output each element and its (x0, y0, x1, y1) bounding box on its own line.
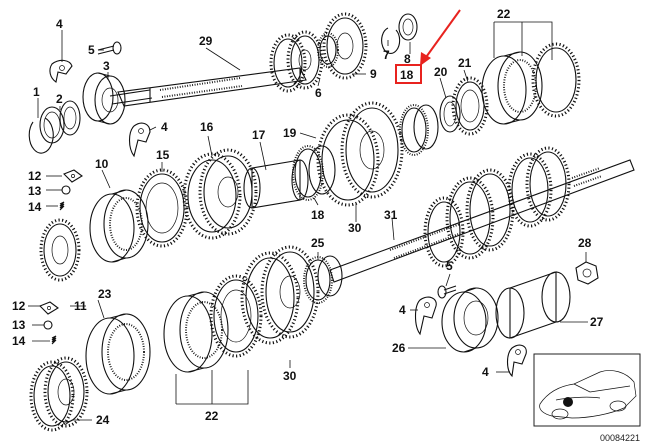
label-23: 23 (98, 287, 112, 301)
label-30-mid: 30 (348, 221, 362, 235)
label-4-top: 4 (56, 17, 63, 31)
upper-gear-29-6 (269, 30, 324, 93)
bolt-5-top (97, 41, 122, 55)
synchro-hub-left-upper (39, 218, 81, 282)
needle-bearing-18-highlight (399, 104, 439, 156)
label-25: 25 (311, 236, 325, 250)
label-22-top: 22 (497, 7, 511, 21)
label-22-lower: 22 (205, 409, 219, 423)
label-12-lower: 12 (12, 299, 26, 313)
label-20: 20 (434, 65, 448, 79)
label-19: 19 (283, 126, 297, 140)
label-9: 9 (370, 67, 377, 81)
label-14-upper: 14 (28, 200, 42, 214)
plate-12-upper (63, 169, 83, 183)
bracket-4-lower-right (414, 296, 437, 336)
needle-bearing-25 (303, 255, 343, 304)
sleeve-22-upper (481, 42, 581, 125)
label-7: 7 (383, 48, 390, 62)
label-4-mid: 4 (161, 120, 168, 134)
bolt-5-lower (437, 285, 457, 299)
ring-20 (439, 95, 461, 133)
car-icon (539, 370, 637, 420)
label-5-lower: 5 (446, 259, 453, 273)
label-5-top: 5 (88, 43, 95, 57)
synchro-ring-lower (209, 274, 263, 358)
label-26: 26 (392, 341, 406, 355)
label-10: 10 (95, 157, 109, 171)
gear-24 (29, 356, 89, 432)
gearbox-location-marker (563, 397, 573, 407)
label-1: 1 (33, 85, 40, 99)
label-11: 11 (74, 299, 87, 313)
ring-15 (135, 168, 189, 248)
gear-16 (182, 148, 258, 240)
label-6: 6 (315, 86, 322, 100)
label-4-lower-left: 4 (399, 303, 406, 317)
label-13-lower: 13 (12, 318, 26, 332)
spring-14-upper (59, 201, 65, 211)
ball-13-lower (43, 320, 53, 330)
gear-9 (322, 12, 368, 80)
label-21: 21 (458, 56, 472, 70)
label-24: 24 (96, 413, 110, 427)
highlight-callout (395, 9, 461, 84)
label-4-lower-right: 4 (482, 365, 489, 379)
bracket-4-top (49, 59, 73, 83)
image-reference-code: 00084221 (600, 433, 640, 443)
needle-bearing-18-mid (292, 145, 336, 201)
gear-30-lower (240, 245, 320, 345)
label-2: 2 (56, 92, 63, 106)
bearing-26 (441, 287, 499, 353)
bracket-4-mid (128, 122, 151, 158)
label-8: 8 (404, 52, 411, 66)
bearing-3-upper (82, 72, 126, 125)
label-30-lower: 30 (283, 369, 297, 383)
bracket-4-bottom-right (506, 344, 527, 378)
sleeve-23 (85, 313, 151, 395)
label-12-upper: 12 (28, 169, 42, 183)
hub-17 (243, 159, 309, 209)
gear-31-cluster (423, 146, 603, 268)
circlip-7 (381, 27, 401, 54)
nut-28 (575, 261, 599, 285)
plate-12-lower (39, 301, 59, 315)
label-18-mid: 18 (311, 208, 325, 222)
label-13-upper: 13 (28, 184, 42, 198)
leader-lines (28, 21, 588, 425)
label-14-lower: 14 (12, 334, 26, 348)
sleeve-10 (89, 189, 149, 263)
label-18-highlight: 18 (400, 68, 414, 82)
upper-shaft (109, 67, 307, 107)
label-27: 27 (590, 315, 604, 329)
car-location-inset: 00084221 (533, 353, 641, 443)
rings-1-2 (28, 100, 81, 154)
sleeve-22-lower (163, 291, 229, 373)
washer-8 (398, 13, 418, 41)
label-31: 31 (384, 208, 398, 222)
label-3: 3 (103, 59, 110, 73)
label-15: 15 (156, 148, 170, 162)
label-16: 16 (200, 120, 214, 134)
ball-13-upper (61, 185, 71, 195)
gear-19-30 (316, 101, 404, 207)
label-29: 29 (199, 34, 213, 48)
part-labels: 4 5 29 7 8 22 3 6 9 18 20 21 1 2 4 16 17… (12, 7, 604, 427)
label-17: 17 (252, 128, 266, 142)
bearing-27 (495, 271, 571, 339)
label-28: 28 (578, 236, 592, 250)
spring-14-lower (51, 335, 57, 345)
